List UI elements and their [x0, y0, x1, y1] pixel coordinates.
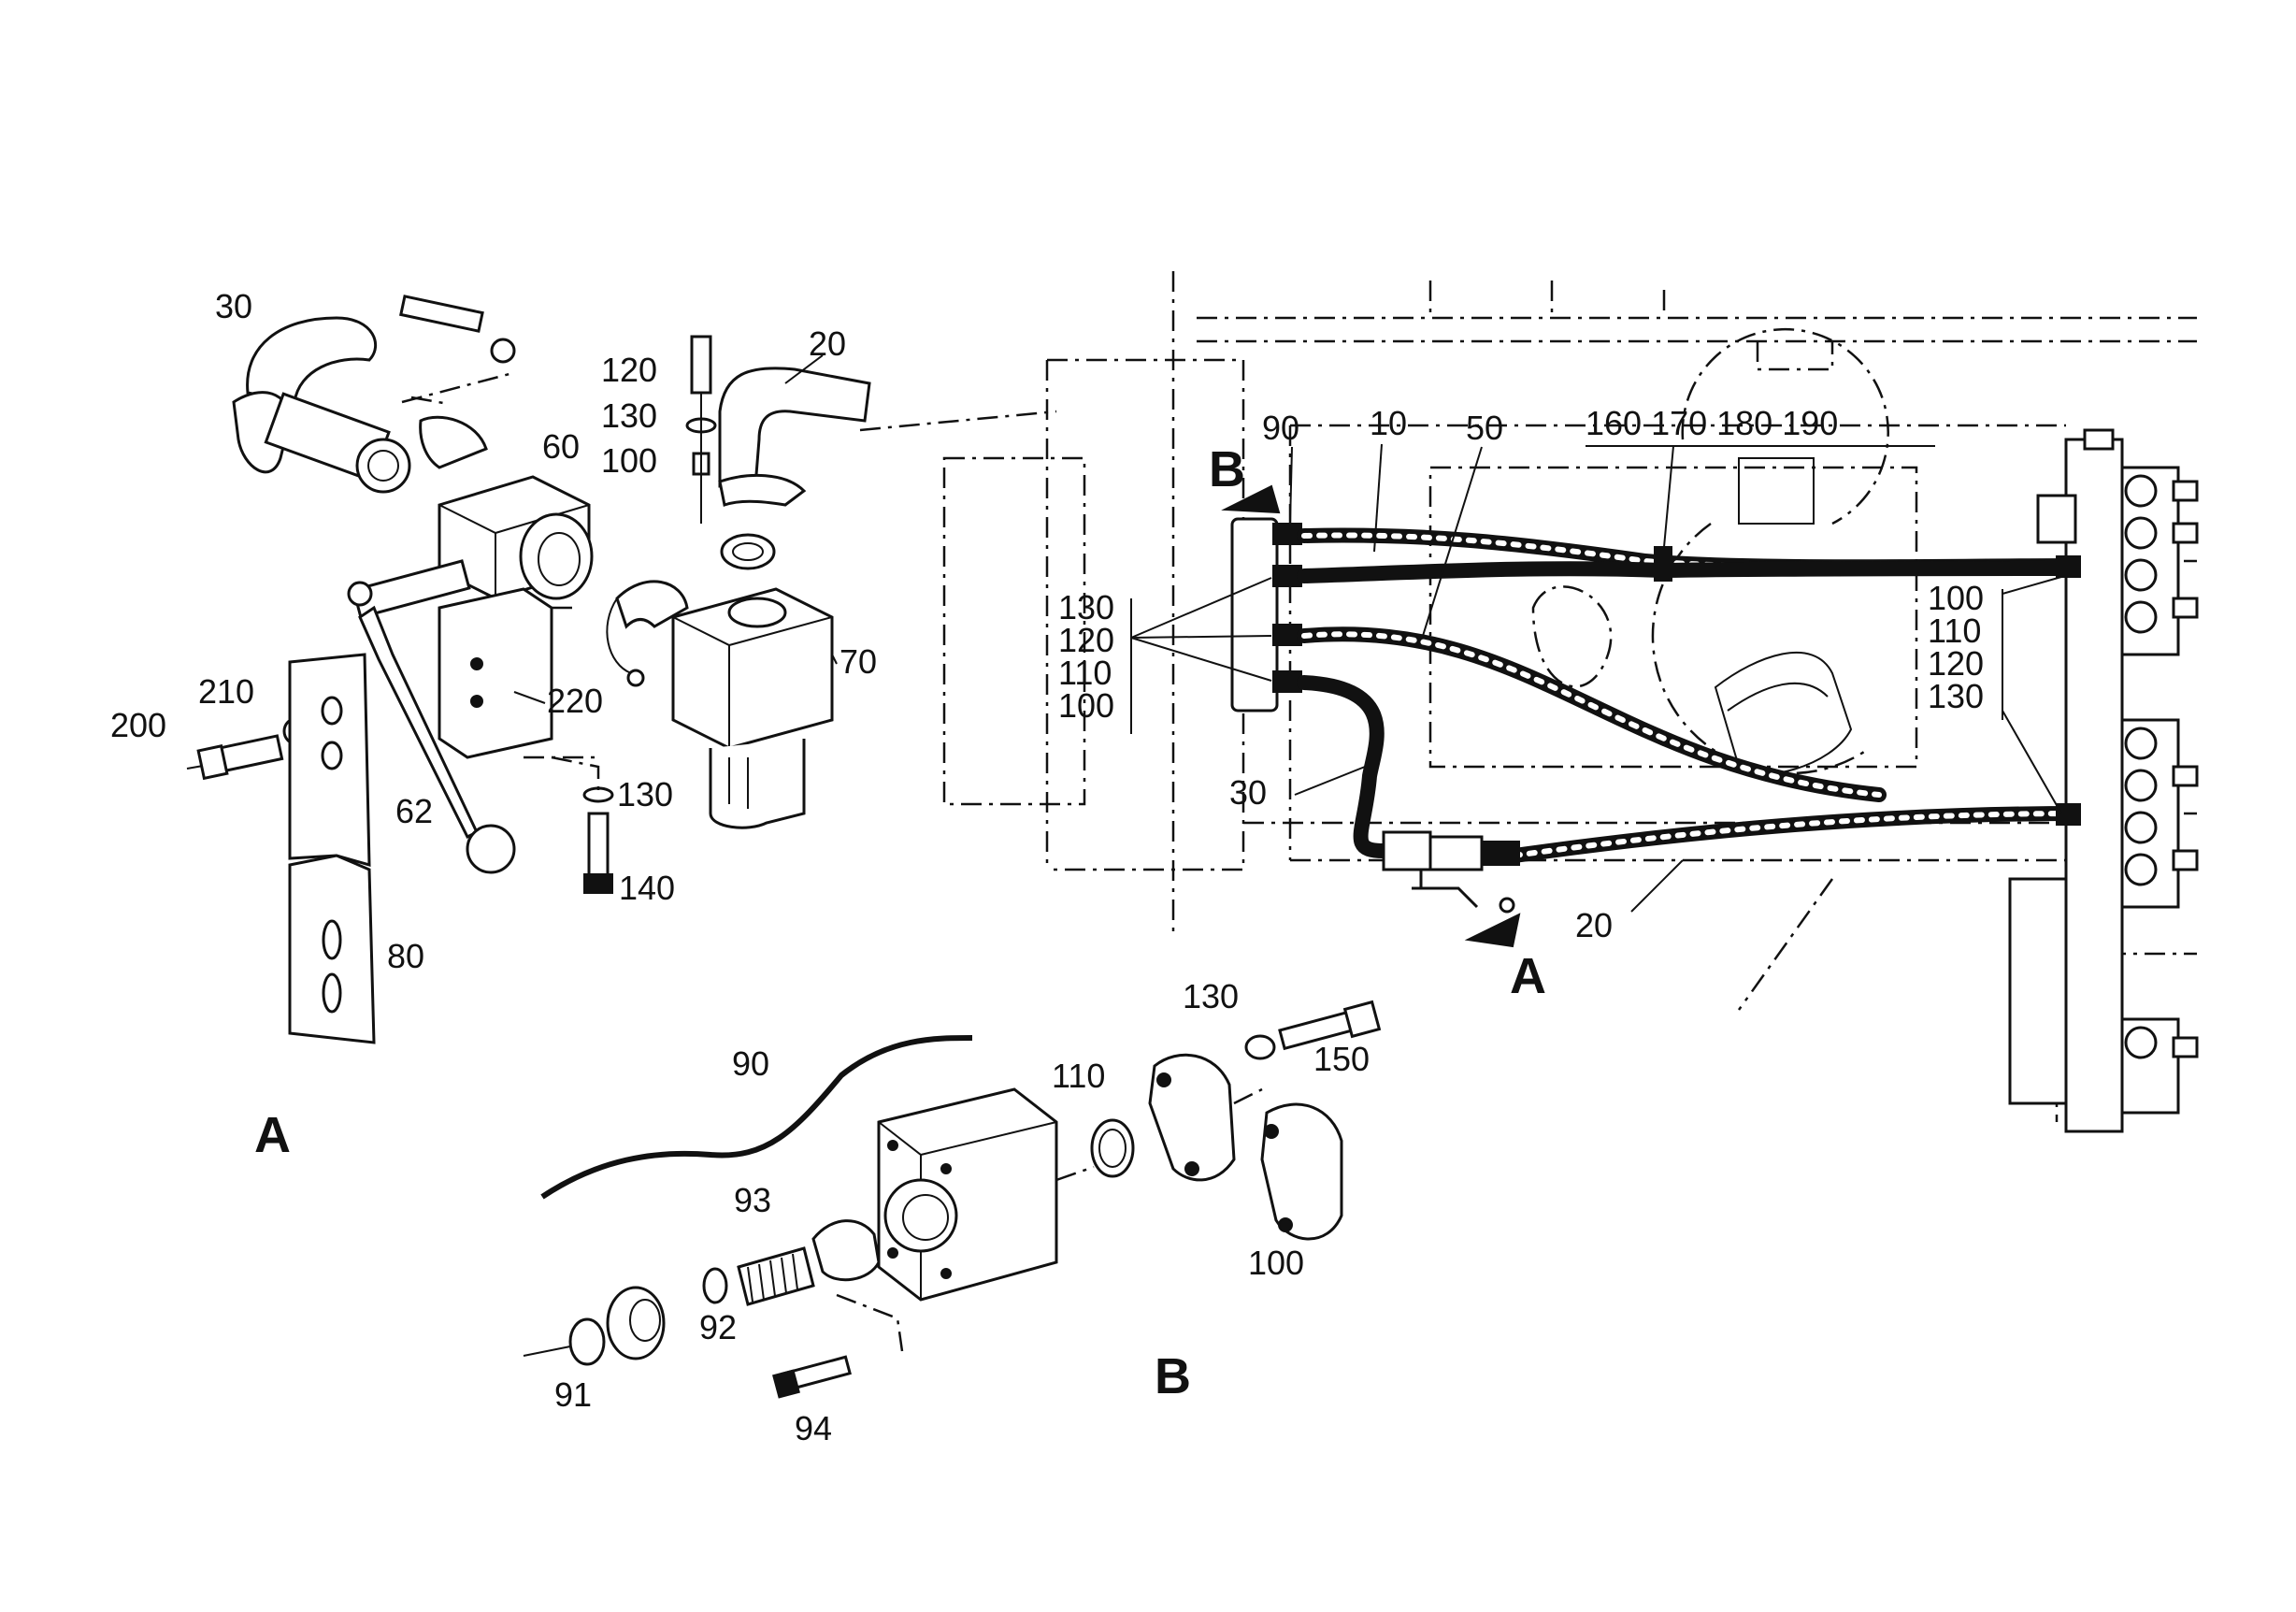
- machine-frame-view: [859, 271, 2199, 1133]
- label-50: 50: [1466, 409, 1503, 447]
- valve-bank-right: [2008, 428, 2199, 1133]
- label-stack-r-100: 100: [1928, 579, 1984, 617]
- label-a-80: 80: [387, 937, 424, 975]
- label-a-100: 100: [601, 441, 657, 480]
- label-b-92: 92: [699, 1308, 737, 1346]
- label-stack-r-110: 110: [1928, 612, 1981, 650]
- label-stack-120: 120: [1058, 621, 1114, 659]
- label-a-120: 120: [601, 351, 657, 389]
- label-90: 90: [1262, 409, 1299, 447]
- label-b-94: 94: [795, 1409, 832, 1447]
- label-stack-110: 110: [1058, 654, 1112, 692]
- label-b-110: 110: [1052, 1057, 1105, 1095]
- label-a-130b: 130: [617, 775, 673, 813]
- label-30: 30: [1229, 773, 1267, 812]
- label-a-70: 70: [839, 642, 877, 681]
- label-a-60: 60: [542, 427, 580, 466]
- label-stack-100: 100: [1058, 686, 1114, 725]
- arrow-a-icon: [1464, 913, 1521, 948]
- right-labels: B 90 10 50 160 170 180 190 130 120 110 1…: [1058, 404, 2062, 1004]
- label-a-30: 30: [215, 287, 252, 325]
- label-a-220: 220: [547, 682, 603, 720]
- label-a-210: 210: [198, 672, 254, 711]
- label-a-20: 20: [809, 324, 846, 363]
- left-labels: 30 20 120 130 100 60 70 210 200 220 62 1…: [110, 287, 877, 1163]
- label-a-130: 130: [601, 396, 657, 435]
- label-stack-r-120: 120: [1928, 644, 1984, 683]
- label-10: 10: [1370, 404, 1407, 442]
- arrow-b-icon: [1221, 484, 1281, 514]
- label-b-150: 150: [1313, 1040, 1370, 1078]
- label-b-100: 100: [1248, 1244, 1304, 1282]
- view-a-exploded: [186, 295, 871, 1044]
- label-a-200: 200: [110, 706, 166, 744]
- view-b-exploded: [523, 1000, 1382, 1399]
- view-a-marker: A: [1510, 948, 1546, 1004]
- label-160-190: 160 170 180 190: [1586, 404, 1838, 442]
- label-a-62: 62: [395, 792, 433, 830]
- view-a-title: A: [254, 1107, 291, 1163]
- label-b-93: 93: [734, 1181, 771, 1219]
- label-b-91: 91: [554, 1375, 592, 1414]
- label-a-140: 140: [619, 869, 675, 907]
- view-b-marker: B: [1209, 441, 1245, 497]
- view-b-title: B: [1155, 1348, 1191, 1404]
- label-b-90: 90: [732, 1044, 769, 1083]
- label-stack-r-130: 130: [1928, 677, 1984, 715]
- label-b-130: 130: [1183, 977, 1239, 1015]
- bottom-labels: 90 110 130 150 93 92 91 94 100 B: [554, 977, 1370, 1447]
- label-stack-130: 130: [1058, 588, 1114, 626]
- label-20: 20: [1575, 906, 1613, 944]
